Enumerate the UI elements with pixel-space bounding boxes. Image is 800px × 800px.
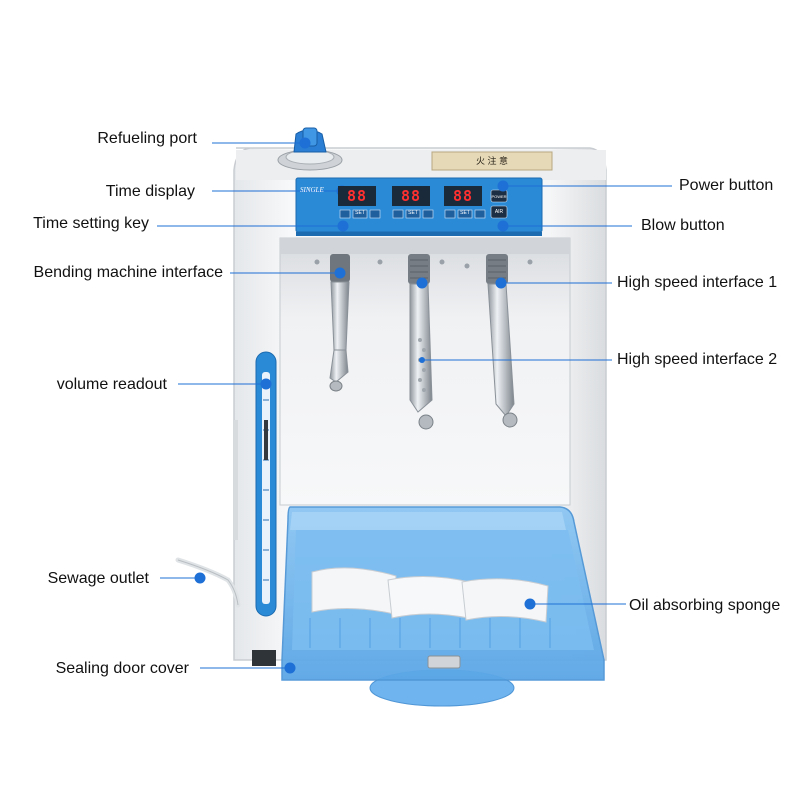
air-key[interactable]: [490, 205, 508, 219]
time-display-1: 88: [338, 186, 376, 206]
set-key-3-label: SET: [460, 210, 470, 216]
high-speed-handpiece-2: [408, 254, 434, 430]
power-key[interactable]: [490, 189, 508, 203]
side-seam: [234, 420, 238, 540]
sewage-tube: [175, 557, 241, 608]
time-display-2: 88: [392, 186, 430, 206]
label-high-speed-interface-2: High speed interface 2: [617, 351, 778, 368]
door-lip: [290, 512, 566, 530]
label-high-speed-interface-1: High speed interface 1: [617, 274, 778, 291]
high-speed-handpiece-1: [486, 254, 518, 428]
time-setting-keys[interactable]: [339, 209, 486, 219]
sewage-tube-edge: [177, 559, 239, 606]
time-display-3: 88: [444, 186, 482, 206]
label-time-setting-key: Time setting key: [33, 215, 149, 232]
label-blow-button: Blow button: [641, 217, 725, 234]
label-sealing-door-cover: Sealing door cover: [55, 660, 189, 677]
callout-lines: [157, 142, 672, 669]
power-key-label: POWER: [491, 194, 507, 199]
label-refueling-port: Refueling port: [97, 130, 197, 147]
warning-sticker-text: 火 注 意: [475, 156, 508, 166]
set-key-1-label: SET: [355, 210, 365, 216]
air-key-label: AIR: [494, 209, 504, 215]
brand-mark: SINGLE: [300, 186, 324, 194]
cavity-top-shadow: [280, 238, 570, 254]
door-latch[interactable]: [427, 655, 461, 669]
oil-level-indicator: [264, 420, 268, 460]
label-oil-absorbing-sponge: Oil absorbing sponge: [629, 597, 781, 614]
panel-edge: [296, 232, 542, 236]
left-foot: [252, 650, 276, 666]
oil-level-tube: [262, 372, 270, 604]
warning-sticker: [431, 151, 553, 171]
label-sewage-outlet: Sewage outlet: [47, 570, 149, 587]
door-ribs: [309, 618, 551, 648]
label-power-button: Power button: [679, 177, 774, 194]
label-time-display: Time display: [105, 183, 195, 200]
oil-absorbing-sponges: [311, 567, 549, 623]
set-key-2-label: SET: [408, 210, 418, 216]
label-bending-machine-interface: Bending machine interface: [33, 264, 223, 281]
label-volume-readout: volume readout: [56, 376, 167, 393]
mount-screws: [314, 259, 533, 269]
